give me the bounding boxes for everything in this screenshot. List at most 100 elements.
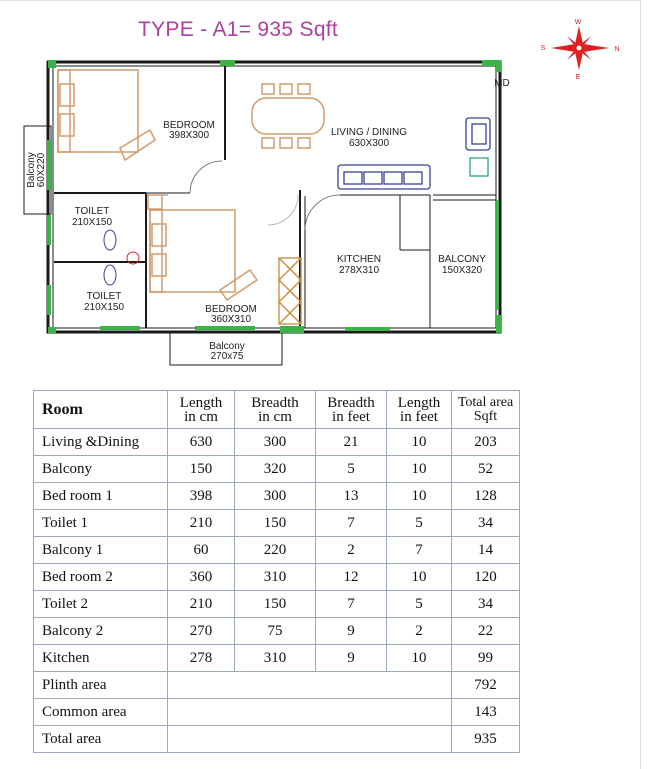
walls <box>23 60 502 366</box>
summary-empty <box>167 725 452 753</box>
cell-breadth-ft: 9 <box>315 644 387 672</box>
compass-n: N <box>614 46 619 53</box>
col-room: Room <box>33 390 168 429</box>
bedroom1-label: BEDROOM <box>163 120 215 131</box>
cell-length-cm: 398 <box>167 482 235 510</box>
cell-breadth-ft: 12 <box>315 563 387 591</box>
cell-length-ft: 5 <box>386 590 452 618</box>
side-table-icon <box>469 157 489 177</box>
storage-icon <box>278 257 302 325</box>
compass-s: S <box>541 45 546 52</box>
balcony-left-label: Balcony <box>26 152 37 188</box>
cell-breadth-cm: 150 <box>234 590 316 618</box>
toilet2-label: TOILET <box>87 291 122 302</box>
cell-length-ft: 2 <box>386 617 452 645</box>
bedroom1-size: 398X300 <box>169 130 209 141</box>
cell-room: Balcony 1 <box>33 536 168 564</box>
cell-total: 52 <box>451 455 520 483</box>
cell-total: 128 <box>451 482 520 510</box>
summary-total: 935 <box>451 725 520 753</box>
cell-total: 14 <box>451 536 520 564</box>
kitchen-label: KITCHEN <box>337 254 381 265</box>
md-label: MD <box>494 78 510 89</box>
bed-icon-1 <box>57 69 156 162</box>
dining-table-icon <box>251 83 325 149</box>
cell-length-ft: 10 <box>386 482 452 510</box>
cell-room: Balcony 2 <box>33 617 168 645</box>
kitchen-size: 278X310 <box>339 265 379 276</box>
sofa-icon <box>337 164 431 190</box>
cell-total: 120 <box>451 563 520 591</box>
balcony-left-size: 60X220 <box>36 152 47 187</box>
cell-breadth-ft: 13 <box>315 482 387 510</box>
cell-breadth-ft: 9 <box>315 617 387 645</box>
windows <box>47 60 501 333</box>
cell-length-ft: 10 <box>386 644 452 672</box>
compass-e: E <box>576 74 581 81</box>
cell-room: Kitchen <box>33 644 168 672</box>
cell-length-ft: 7 <box>386 536 452 564</box>
cell-room: Toilet 2 <box>33 590 168 618</box>
toilet1-size: 210X150 <box>72 217 112 228</box>
balcony-right-size: 150X320 <box>442 265 482 276</box>
cell-total: 34 <box>451 590 520 618</box>
cell-breadth-ft: 21 <box>315 428 387 456</box>
cell-breadth-cm: 75 <box>234 617 316 645</box>
cell-total: 203 <box>451 428 520 456</box>
cell-breadth-cm: 310 <box>234 563 316 591</box>
cell-room: Bed room 1 <box>33 482 168 510</box>
toilet2-size: 210X150 <box>84 302 124 313</box>
compass-w: W <box>575 19 582 26</box>
cell-room: Balcony <box>33 455 168 483</box>
living-label: LIVING / DINING <box>331 127 407 138</box>
balcony-bottom-label: Balcony <box>209 341 245 352</box>
cell-breadth-cm: 310 <box>234 644 316 672</box>
cell-breadth-ft: 5 <box>315 455 387 483</box>
cell-length-cm: 270 <box>167 617 235 645</box>
bed-icon-2 <box>147 194 259 302</box>
armchair-icon <box>465 117 491 151</box>
cell-length-ft: 5 <box>386 509 452 537</box>
cell-breadth-cm: 320 <box>234 455 316 483</box>
toilet-fixture-icon <box>103 229 140 286</box>
summary-row: Total area 935 <box>33 725 520 753</box>
bedroom2-label: BEDROOM <box>205 304 257 315</box>
summary-empty <box>167 671 452 699</box>
cell-length-cm: 60 <box>167 536 235 564</box>
cell-length-cm: 630 <box>167 428 235 456</box>
balcony-right-label: BALCONY <box>438 254 486 265</box>
bedroom2-size: 360X310 <box>211 314 251 325</box>
cell-length-ft: 10 <box>386 563 452 591</box>
summary-label: Plinth area <box>33 671 168 699</box>
summary-label: Total area <box>33 725 168 753</box>
toilet1-label: TOILET <box>75 206 110 217</box>
living-size: 630X300 <box>349 138 389 149</box>
cell-length-ft: 10 <box>386 428 452 456</box>
summary-total: 792 <box>451 671 520 699</box>
doors <box>146 160 341 231</box>
cell-total: 34 <box>451 509 520 537</box>
summary-label: Common area <box>33 698 168 726</box>
cell-length-cm: 210 <box>167 590 235 618</box>
cell-total: 99 <box>451 644 520 672</box>
cell-length-cm: 360 <box>167 563 235 591</box>
page-title: TYPE - A1= 935 Sqft <box>138 18 339 41</box>
cell-length-cm: 150 <box>167 455 235 483</box>
